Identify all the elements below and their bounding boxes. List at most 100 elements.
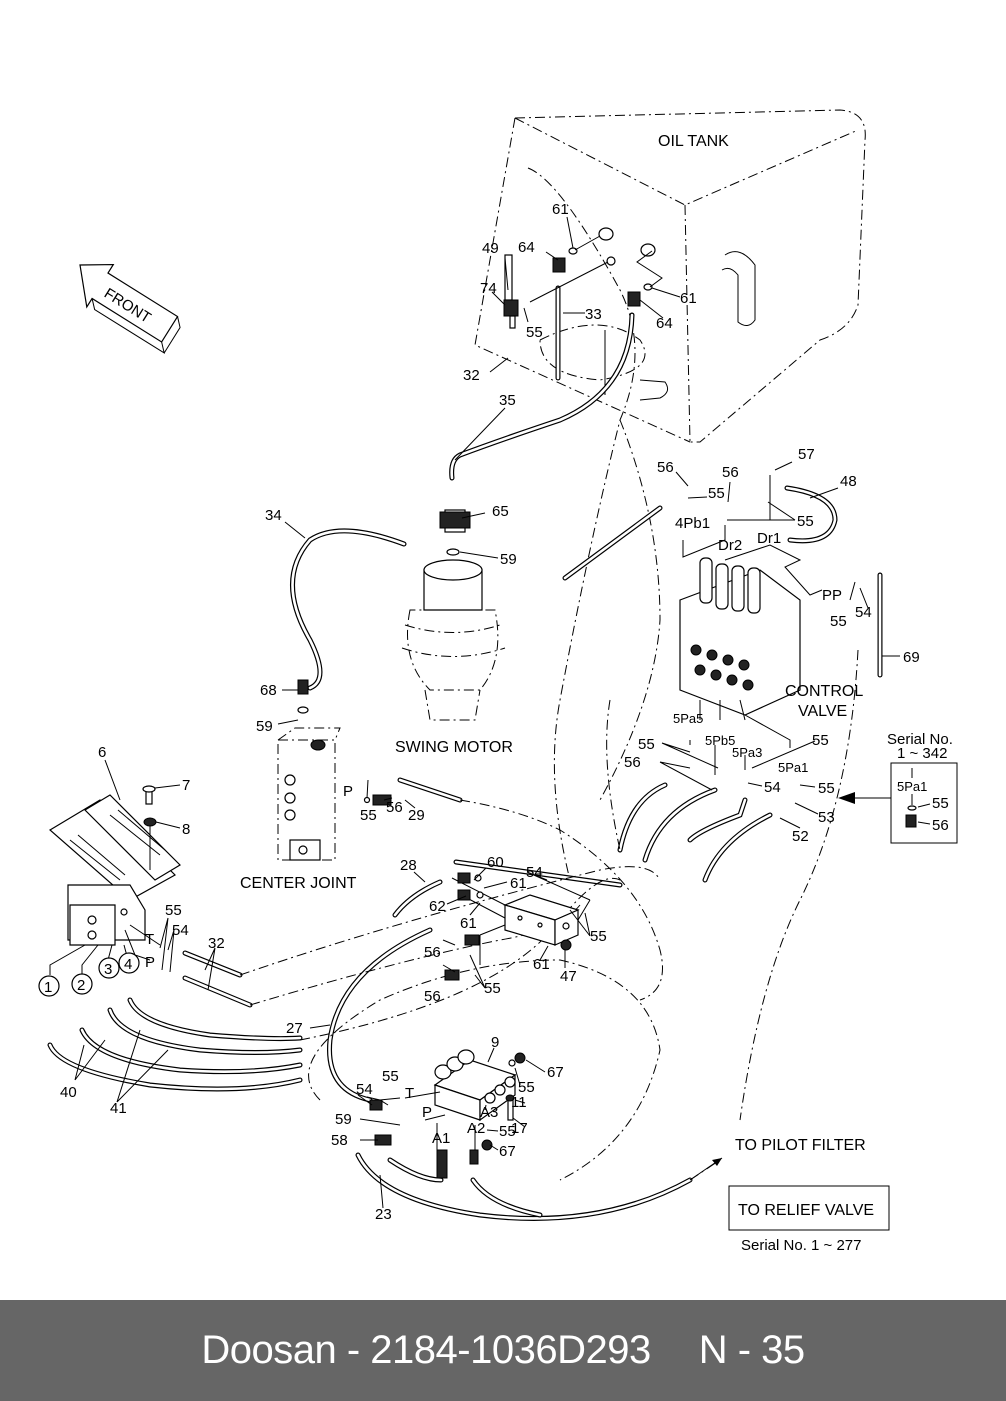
callout: 55 xyxy=(830,613,847,630)
callout: 54 xyxy=(526,864,543,881)
control-valve-label-1: CONTROL xyxy=(785,683,863,700)
to-pilot-filter-label: TO PILOT FILTER xyxy=(735,1137,866,1154)
leader-lines xyxy=(74,216,931,1209)
circled-port-1: 1 xyxy=(44,979,52,996)
port-a1: A1 xyxy=(432,1130,450,1147)
callout: 74 xyxy=(480,280,497,297)
center-joint xyxy=(277,679,392,861)
circled-port-4: 4 xyxy=(124,956,132,973)
callout: 23 xyxy=(375,1206,392,1223)
port-5pb5: 5Pb5 xyxy=(705,733,735,748)
tank-fittings xyxy=(503,227,663,381)
callout: 55 xyxy=(499,1123,516,1140)
callout: 56 xyxy=(932,817,949,834)
port-a3: A3 xyxy=(480,1104,498,1121)
port-valve-p: P xyxy=(422,1104,432,1121)
control-valve-label-2: VALVE xyxy=(798,703,847,720)
circled-ports: 1 2 3 4 xyxy=(38,952,140,997)
routing-paths xyxy=(239,649,859,1181)
callout-labels: 61 49 64 74 55 33 61 64 32 35 34 65 59 5… xyxy=(60,201,949,1223)
callout: 55 xyxy=(526,324,543,341)
hydraulic-pilot-piping-diagram: OIL TANK FRONT xyxy=(38,109,958,1254)
callout: 28 xyxy=(400,857,417,874)
callout: 56 xyxy=(386,799,403,816)
callout: 11 xyxy=(511,1094,527,1111)
port-5pa5: 5Pa5 xyxy=(673,711,703,726)
callout: 61 xyxy=(460,915,477,932)
callout: 55 xyxy=(708,485,725,502)
callout: 55 xyxy=(360,807,377,824)
callout: 49 xyxy=(482,240,499,257)
callout: 55 xyxy=(812,732,829,749)
footer-part-number: 2184-1036D293 xyxy=(370,1328,651,1372)
manifold-block xyxy=(444,872,591,981)
serial-inset: Serial No. 1 ~ 342 5Pa1 xyxy=(838,731,958,844)
callout: 9 xyxy=(491,1034,499,1051)
callout: 59 xyxy=(256,718,273,735)
callout: 7 xyxy=(182,777,190,794)
port-5pa1: 5Pa1 xyxy=(778,760,808,775)
callout: 34 xyxy=(265,507,282,524)
callout: 32 xyxy=(463,367,480,384)
callout: 29 xyxy=(408,807,425,824)
inset-port-5pa1: 5Pa1 xyxy=(897,779,927,794)
callout: 55 xyxy=(590,928,607,945)
port-a2: A2 xyxy=(467,1120,485,1137)
callout: 61 xyxy=(680,290,697,307)
to-relief-valve-box xyxy=(728,1185,890,1231)
callout: 35 xyxy=(499,392,516,409)
callout: 69 xyxy=(903,649,920,666)
callout: 54 xyxy=(356,1081,373,1098)
footer-separator: - xyxy=(346,1328,360,1372)
callout: 59 xyxy=(500,551,517,568)
callout: 27 xyxy=(286,1020,303,1037)
callout: 56 xyxy=(722,464,739,481)
callout: 53 xyxy=(818,809,835,826)
callout: 56 xyxy=(424,944,441,961)
callout: 55 xyxy=(484,980,501,997)
port-cj-p: P xyxy=(343,783,353,800)
callout: 62 xyxy=(429,898,446,915)
circled-port-2: 2 xyxy=(77,977,85,994)
hoses xyxy=(47,312,883,1221)
swing-motor-label: SWING MOTOR xyxy=(395,739,513,756)
serial-relief-label: Serial No. 1 ~ 277 xyxy=(741,1237,862,1254)
callout: 6 xyxy=(98,744,106,761)
serial-inset-title-1: Serial No. xyxy=(887,731,953,748)
callout: 55 xyxy=(932,795,949,812)
callout: 61 xyxy=(533,956,550,973)
callout: 54 xyxy=(855,604,872,621)
front-arrow: FRONT xyxy=(79,263,181,355)
callout: 67 xyxy=(547,1064,564,1081)
callout: 52 xyxy=(792,828,809,845)
callout: 54 xyxy=(764,779,781,796)
callout: 55 xyxy=(382,1068,399,1085)
callout: 67 xyxy=(499,1143,516,1160)
oil-tank: OIL TANK xyxy=(474,109,866,881)
callout: 60 xyxy=(487,854,504,871)
callout: 56 xyxy=(424,988,441,1005)
callout: 48 xyxy=(840,473,857,490)
callout: 40 xyxy=(60,1084,77,1101)
port-pp: PP xyxy=(822,587,842,604)
callout: 32 xyxy=(208,935,225,952)
callout: 58 xyxy=(331,1132,348,1149)
control-valve xyxy=(679,557,801,748)
callout: 61 xyxy=(552,201,569,218)
port-pedal-p: P xyxy=(145,954,155,971)
port-pedal-t: T xyxy=(145,931,154,948)
serial-inset-title-2: 1 ~ 342 xyxy=(897,745,947,762)
port-4pb1: 4Pb1 xyxy=(675,515,710,532)
port-dr2: Dr2 xyxy=(718,537,742,554)
to-relief-valve-label: TO RELIEF VALVE xyxy=(738,1202,874,1219)
callout: 65 xyxy=(492,503,509,520)
callout: 47 xyxy=(560,968,577,985)
callout: 61 xyxy=(510,875,527,892)
callout: 55 xyxy=(797,513,814,530)
callout: 59 xyxy=(335,1111,352,1128)
callout: 54 xyxy=(172,922,189,939)
callout: 17 xyxy=(511,1120,528,1137)
callout: 56 xyxy=(624,754,641,771)
callout: 33 xyxy=(585,306,602,323)
footer-page: N - 35 xyxy=(698,1328,805,1372)
